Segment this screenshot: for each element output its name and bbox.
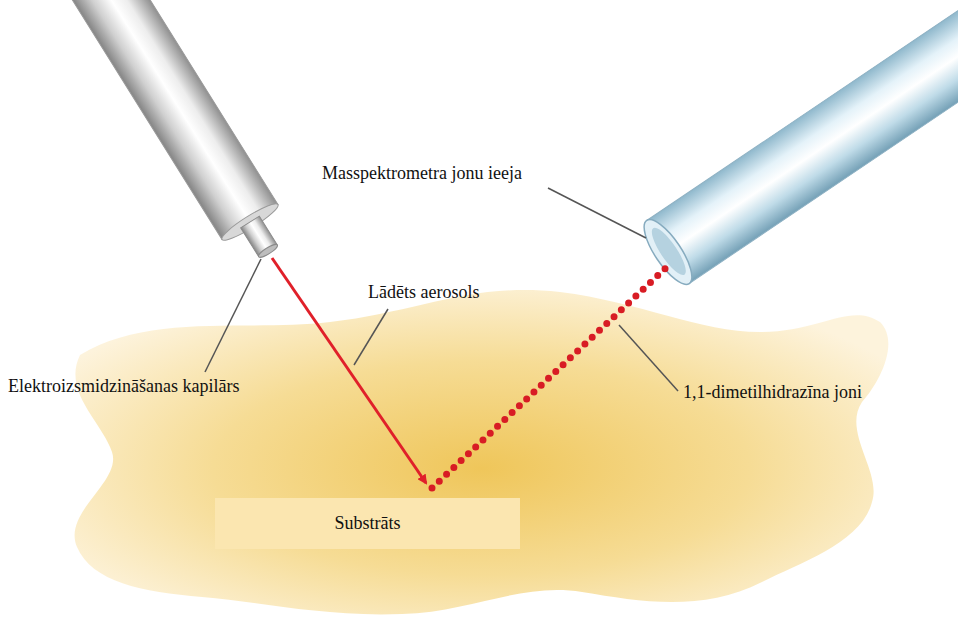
substrate-blob: Substrāts: [60, 276, 900, 620]
substrate-shape: [60, 276, 900, 620]
part-label: Elektroizsmidzināšanas kapilārs: [8, 376, 248, 398]
substrate-label: Substrāts: [215, 498, 520, 549]
part-label: 1,1-dimetilhidrazīna joni: [683, 382, 862, 404]
part-label: Lādēts aerosols: [368, 282, 479, 304]
mass-spectrometer-inlet: [636, 0, 958, 291]
leader-lines: [205, 188, 678, 391]
part-label: Masspektrometra jonu ieeja: [322, 163, 522, 185]
electrospray-capillary: [0, 0, 298, 271]
